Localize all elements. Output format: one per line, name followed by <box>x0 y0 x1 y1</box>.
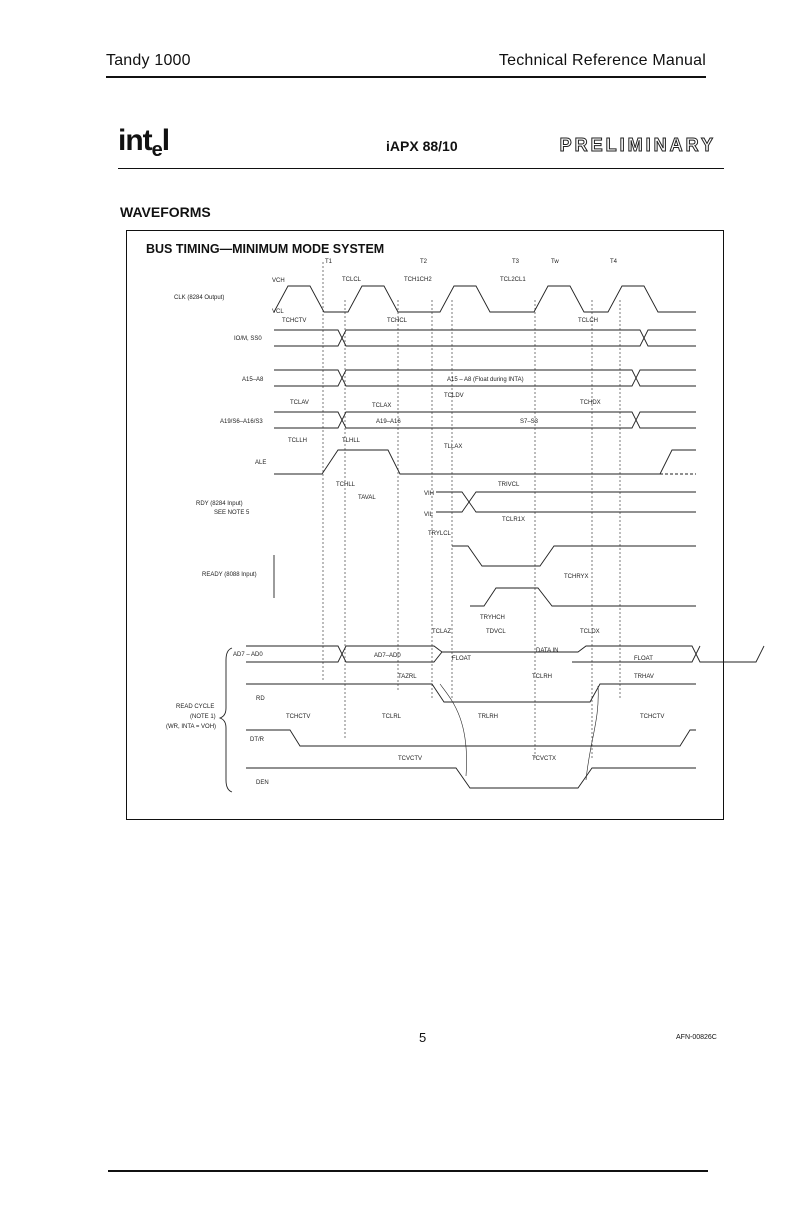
chip-title: iAPX 88/10 <box>386 138 458 154</box>
level-vcl: VCL <box>272 309 284 315</box>
ready-wave-high <box>470 587 696 607</box>
label-ale: ALE <box>255 460 266 466</box>
t-tclrh: TCLRH <box>532 674 552 680</box>
header-left: Tandy 1000 <box>106 52 191 69</box>
t-tclaz: TCLAZ <box>432 629 451 635</box>
bus-a19-a16: A19–A16 <box>376 419 401 425</box>
label-rc2: (NOTE 1) <box>190 714 216 720</box>
a19-wave-a <box>274 411 696 429</box>
page-number: 5 <box>419 1030 427 1045</box>
t-tclch: TCLCH <box>578 318 598 324</box>
label-clk: CLK (8284 Output) <box>174 295 224 301</box>
iom-wave-b <box>274 329 696 347</box>
reference-lines <box>322 262 621 760</box>
section-title: WAVEFORMS <box>120 204 211 220</box>
t-tryl: TRYLCL <box>428 531 452 537</box>
t-tclcl: TCLCL <box>342 277 362 283</box>
dtr-waveform <box>246 729 696 747</box>
label-dtr: DT/R <box>250 737 265 743</box>
label-den: DEN <box>256 780 269 786</box>
state-t2: T2 <box>420 259 428 265</box>
read-cycle-brace <box>218 647 233 793</box>
a19-wave-b <box>274 411 696 429</box>
t-tcllh: TCLLH <box>288 438 307 444</box>
iom-wave-a <box>274 329 696 347</box>
a15-wave-b <box>274 369 696 387</box>
label-rd: RD <box>256 696 265 702</box>
ad-wave-c <box>572 645 701 663</box>
label-ready: READY (8088 Input) <box>202 572 257 578</box>
label-rdy2: SEE NOTE 5 <box>214 510 250 516</box>
header-rule <box>106 76 706 78</box>
bus-s7-s3: S7–S3 <box>520 419 539 425</box>
label-iom: IO/M, SS0 <box>234 336 262 342</box>
den-connector <box>439 683 599 781</box>
t-tclr1x: TCLR1X <box>502 517 525 523</box>
state-t4: T4 <box>610 259 618 265</box>
bus-float-1: FLOAT <box>452 656 471 662</box>
document-code: AFN-00826C <box>676 1034 717 1041</box>
label-rdy1: RDY (8284 Input) <box>196 501 243 507</box>
label-ad: AD7 – AD0 <box>233 652 263 658</box>
label-a19: A19/S6–A16/S3 <box>220 419 263 425</box>
level-vil: VIL <box>424 512 434 518</box>
rd-waveform <box>246 683 696 703</box>
level-vih: VIH <box>424 491 434 497</box>
bus-ad-out: AD7–AD0 <box>374 653 401 659</box>
t-tcldv: TCLDV <box>444 393 464 399</box>
t-tclav: TCLAV <box>290 400 309 406</box>
t-tllax: TLLAX <box>444 444 462 450</box>
rdy-wave-b <box>436 491 696 513</box>
t-tchryx: TCHRYX <box>564 574 589 580</box>
t-tcvctv: TCVCTV <box>398 756 422 762</box>
den-waveform <box>246 767 696 789</box>
t-tchctv: TCHCTV <box>282 318 306 324</box>
t-taval: TAVAL <box>358 495 376 501</box>
t-tcvctx: TCVCTX <box>532 756 556 762</box>
a15-wave-a <box>274 369 696 387</box>
bus-data-in: DATA IN <box>536 648 558 654</box>
clk-waveform <box>273 285 696 313</box>
label-rc1: READ CYCLE <box>176 704 214 710</box>
state-tw: Tw <box>551 259 559 265</box>
t-tclrl: TCLRL <box>382 714 402 720</box>
t-tcl2cl1: TCL2CL1 <box>500 277 526 283</box>
t-tchll: TCHLL <box>336 482 356 488</box>
t-tchctv-3: TCHCTV <box>640 714 664 720</box>
t-tchdx: TCHDX <box>580 400 601 406</box>
rdy-wave-a <box>436 491 696 513</box>
preliminary-stamp: PRELIMINARY <box>559 135 716 156</box>
bus-a15-float: A15 – A8 (Float during INTA) <box>447 377 524 383</box>
intel-logo: intel <box>118 124 170 161</box>
logo-rule <box>118 168 724 169</box>
t-tch1ch2: TCH1CH2 <box>404 277 432 283</box>
diagram-frame <box>126 230 724 820</box>
t-tdvcl: TDVCL <box>486 629 506 635</box>
t-tclax: TCLAX <box>372 403 391 409</box>
bus-float-2: FLOAT <box>634 656 653 662</box>
t-trhav: TRHAV <box>634 674 654 680</box>
t-tcldx: TCLDX <box>580 629 600 635</box>
t-tchcl: TCHCL <box>387 318 408 324</box>
header-right: Technical Reference Manual <box>498 52 706 69</box>
state-t3: T3 <box>512 259 520 265</box>
t-trlrh: TRLRH <box>478 714 498 720</box>
t-trivcl: TRIVCL <box>498 482 520 488</box>
label-rc3: (WR, INTA = VOH) <box>166 724 216 730</box>
ready-wave-low <box>452 545 696 567</box>
state-t1: T1 <box>325 259 333 265</box>
label-a15: A15–A8 <box>242 377 264 383</box>
t-tryhch: TRYHCH <box>480 615 505 621</box>
ad-wave-b <box>246 645 443 663</box>
footer-rule <box>108 1170 708 1172</box>
level-vch: VCH <box>272 278 285 284</box>
ale-waveform <box>274 449 696 475</box>
diagram-title: BUS TIMING—MINIMUM MODE SYSTEM <box>146 242 385 256</box>
t-tchctv-2: TCHCTV <box>286 714 310 720</box>
t-tlhll: TLHLL <box>342 438 361 444</box>
ad-wave-a <box>246 645 765 663</box>
t-tazrl: TAZRL <box>398 674 417 680</box>
